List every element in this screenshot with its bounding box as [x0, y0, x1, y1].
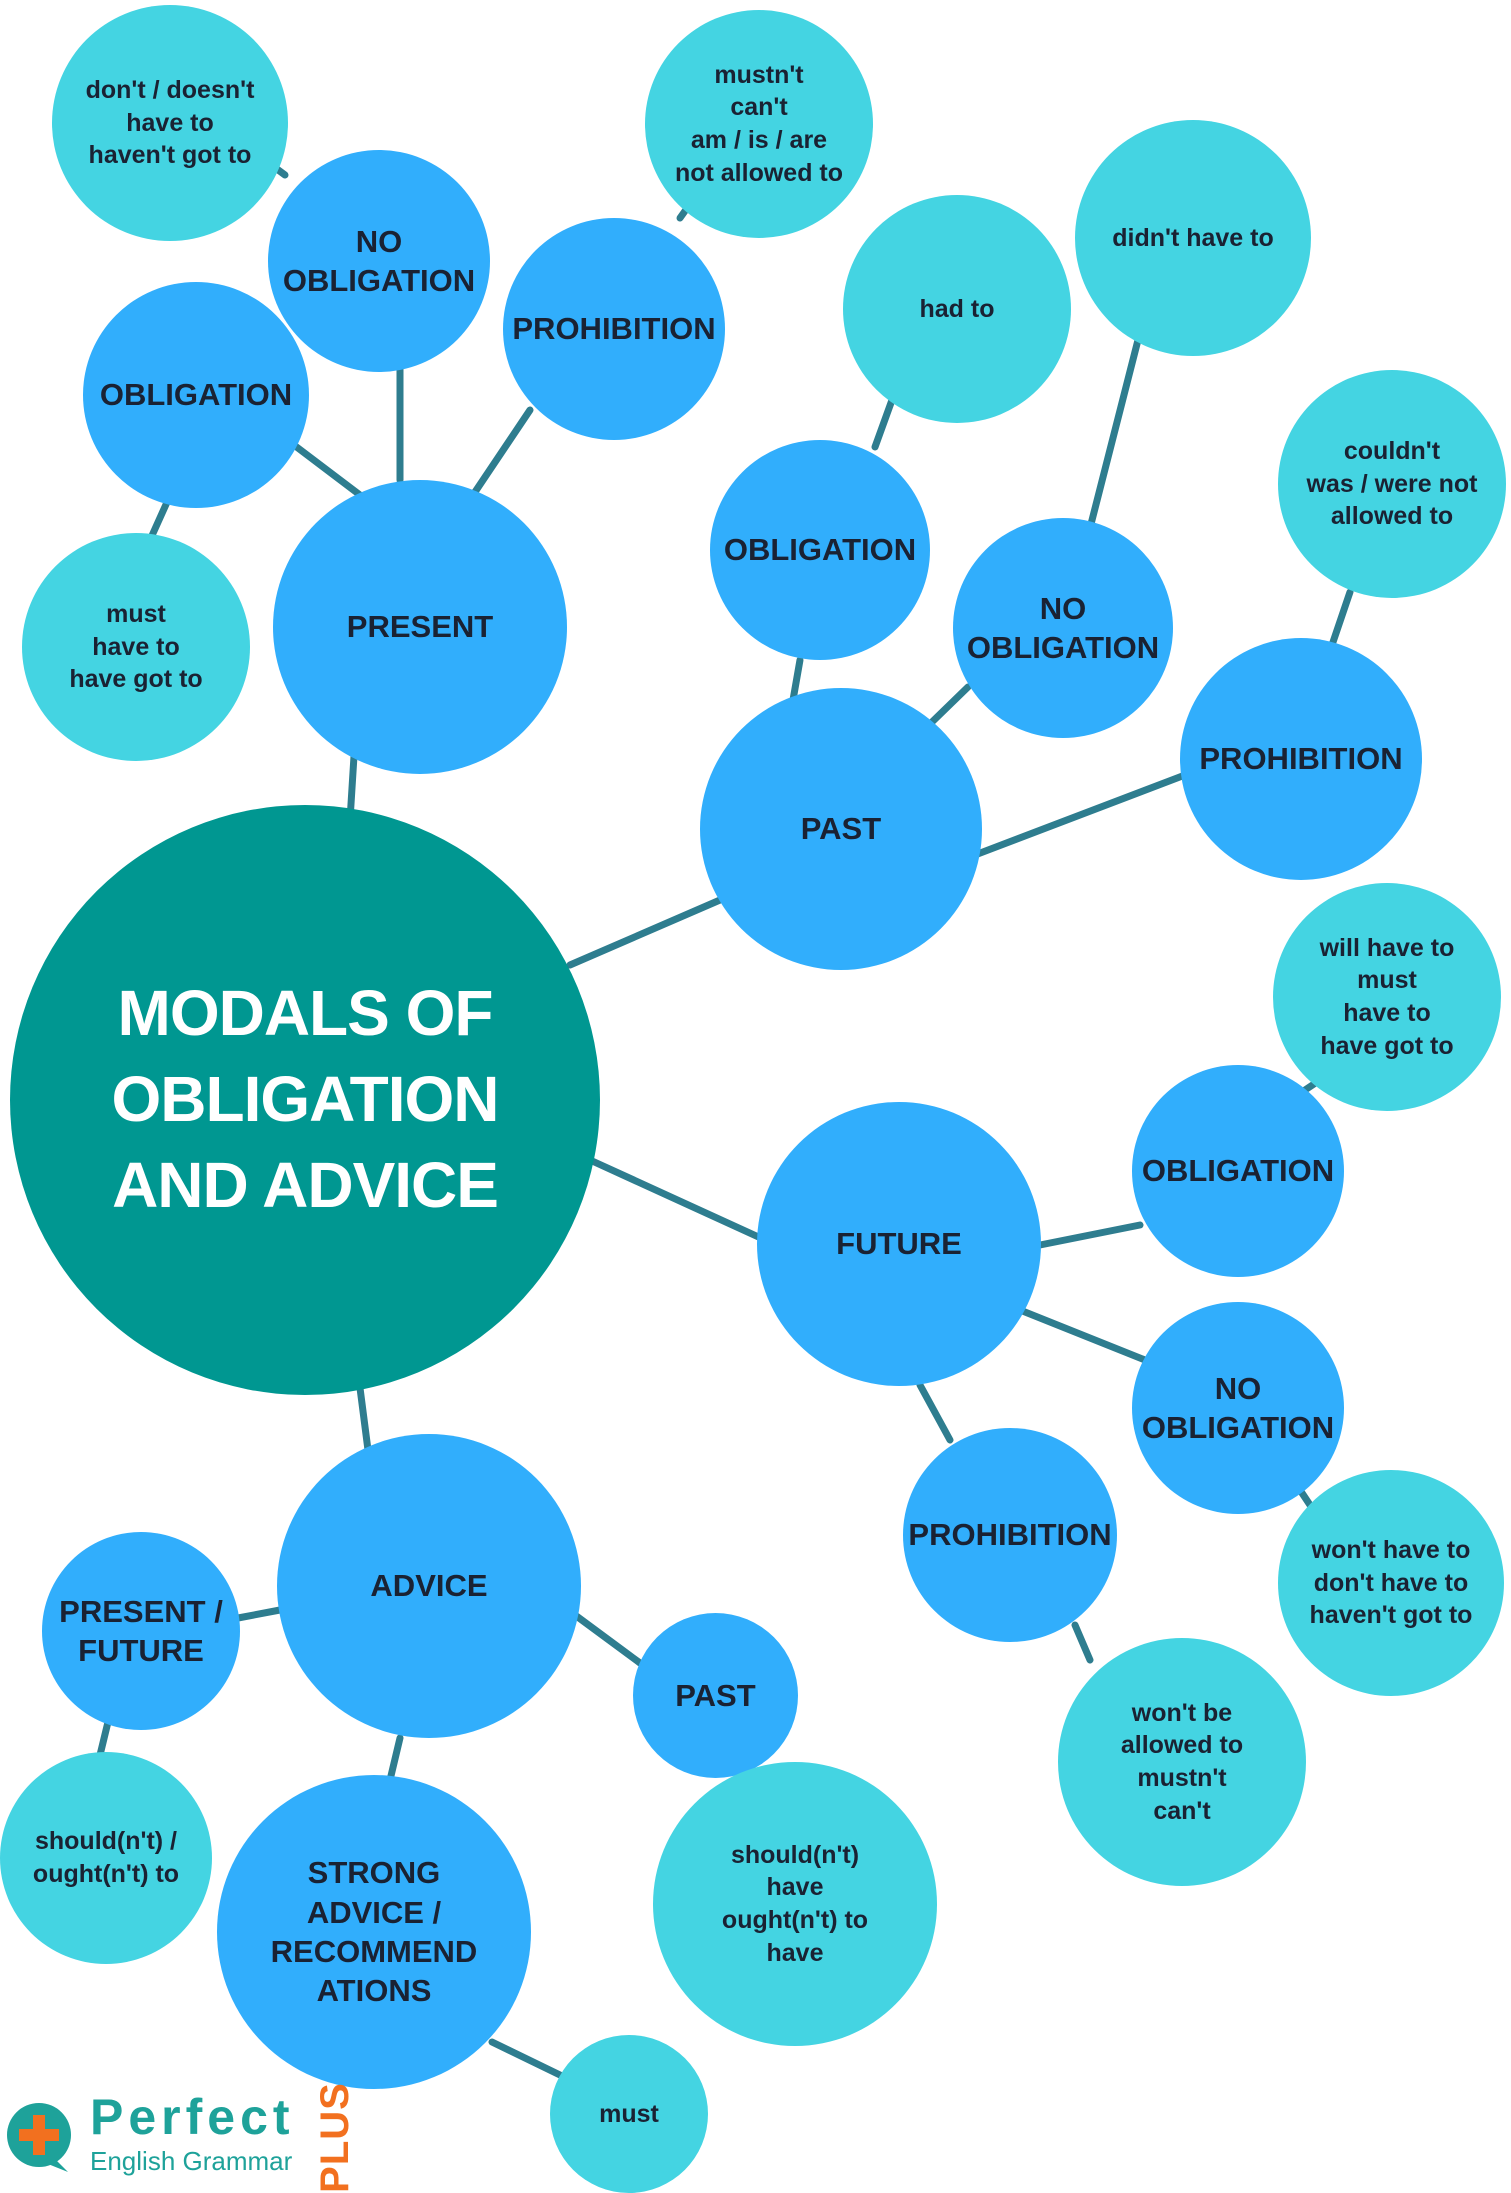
logo-subtitle: English Grammar — [90, 2146, 293, 2176]
link-future-prohibition — [916, 1381, 954, 1444]
future-label: FUTURE — [836, 1226, 962, 1262]
link-past-noobl-forms — [1086, 336, 1142, 532]
advice-present-future-node: PRESENT / FUTURE — [42, 1532, 240, 1730]
past-no-obligation-node: NO OBLIGATION — [953, 518, 1173, 738]
present-obligation-node: OBLIGATION — [83, 282, 309, 508]
link-past-obligation — [789, 656, 804, 704]
advice-node: ADVICE — [277, 1434, 581, 1738]
link-advice-strong — [386, 1734, 404, 1784]
past-no-obligation-forms-text: didn't have to — [1112, 223, 1274, 252]
future-no-obligation-forms-text: won't have to don't have to haven't got … — [1309, 1535, 1473, 1630]
future-prohibition-label: PROHIBITION — [908, 1517, 1112, 1553]
present-no-obligation-node: NO OBLIGATION — [268, 150, 490, 372]
future-prohibition-node: PROHIBITION — [903, 1428, 1117, 1642]
link-past-prohibition — [971, 771, 1189, 859]
center-title: MODALS OF OBLIGATION AND ADVICE — [111, 977, 500, 1221]
speech-bubble-plus-icon — [7, 2103, 71, 2172]
link-future-obligation — [1036, 1221, 1144, 1249]
perfect-english-grammar-logo: Perfect English Grammar PLUS — [0, 2082, 370, 2193]
present-node: PRESENT — [273, 480, 567, 774]
future-prohibition-forms: won't be allowed to mustn't can't — [1058, 1638, 1306, 1886]
advice-strong-forms: must — [550, 2035, 708, 2193]
present-prohibition-forms: mustn't can't am / is / are not allowed … — [645, 10, 873, 238]
logo-badge-text: PLUS — [312, 2081, 357, 2193]
past-prohibition-forms-text: couldn't was / were not allowed to — [1306, 436, 1478, 531]
link-pf-forms — [96, 1718, 112, 1759]
future-no-obligation-label: NO OBLIGATION — [1141, 1370, 1335, 1445]
advice-past-label: PAST — [675, 1677, 756, 1713]
past-obligation-label: OBLIGATION — [723, 532, 917, 568]
future-obligation-forms-text: will have to must have to have got to — [1319, 933, 1455, 1060]
future-obligation-forms: will have to must have to have got to — [1273, 883, 1501, 1111]
link-strong-forms — [488, 2038, 564, 2079]
future-node: FUTURE — [757, 1102, 1041, 1386]
advice-strong-label: STRONG ADVICE / RECOMMEND ATIONS — [270, 1855, 478, 2009]
past-prohibition-forms: couldn't was / were not allowed to — [1278, 370, 1506, 598]
link-advice-past — [571, 1611, 644, 1667]
link-future-proh-forms — [1071, 1621, 1094, 1664]
link-past-noobligation — [928, 683, 972, 726]
past-obligation-node: OBLIGATION — [710, 440, 930, 660]
link-center-past — [566, 896, 724, 969]
advice-past-node: PAST — [633, 1613, 798, 1778]
present-no-obligation-label: NO OBLIGATION — [282, 223, 476, 298]
past-no-obligation-label: NO OBLIGATION — [966, 590, 1160, 665]
logo-plus-badge: PLUS — [312, 2082, 358, 2193]
logo-title: Perfect — [90, 2089, 295, 2145]
advice-past-forms: should(n't) have ought(n't) to have — [653, 1762, 937, 2046]
advice-present-future-forms: should(n't) / ought(n't) to — [0, 1752, 212, 1964]
present-obligation-forms: must have to have got to — [22, 533, 250, 761]
link-past-obl-forms — [871, 396, 896, 451]
advice-strong-forms-text: must — [599, 2099, 659, 2128]
advice-label: ADVICE — [370, 1568, 488, 1604]
advice-past-forms-text: should(n't) have ought(n't) to have — [721, 1840, 869, 1967]
present-prohibition-node: PROHIBITION — [503, 218, 725, 440]
center-topic: MODALS OF OBLIGATION AND ADVICE — [10, 805, 600, 1395]
link-present-obligation — [286, 438, 364, 499]
present-prohibition-forms-text: mustn't can't am / is / are not allowed … — [674, 60, 844, 187]
future-no-obligation-node: NO OBLIGATION — [1132, 1302, 1344, 1514]
future-no-obligation-forms: won't have to don't have to haven't got … — [1278, 1470, 1504, 1696]
future-obligation-label: OBLIGATION — [1141, 1153, 1335, 1189]
past-obligation-forms-text: had to — [919, 294, 995, 323]
past-prohibition-label: PROHIBITION — [1199, 741, 1403, 777]
present-prohibition-label: PROHIBITION — [512, 311, 716, 347]
advice-present-future-label: PRESENT / FUTURE — [59, 1593, 223, 1668]
future-obligation-node: OBLIGATION — [1132, 1065, 1344, 1277]
past-prohibition-node: PROHIBITION — [1180, 638, 1422, 880]
link-present-prohibition — [471, 406, 534, 496]
link-future-noobligation — [1016, 1306, 1149, 1364]
advice-present-future-forms-text: should(n't) / ought(n't) to — [32, 1827, 180, 1888]
present-no-obligation-forms-text: don't / doesn't have to haven't got to — [85, 75, 255, 170]
future-prohibition-forms-text: won't be allowed to mustn't can't — [1120, 1698, 1244, 1825]
past-obligation-forms: had to — [843, 195, 1071, 423]
link-center-future — [586, 1156, 769, 1244]
present-no-obligation-forms: don't / doesn't have to haven't got to — [52, 5, 288, 241]
link-past-proh-forms — [1328, 588, 1354, 649]
advice-strong-node: STRONG ADVICE / RECOMMEND ATIONS — [217, 1775, 531, 2089]
past-no-obligation-forms: didn't have to — [1075, 120, 1311, 356]
past-label: PAST — [800, 811, 882, 847]
present-obligation-label: OBLIGATION — [99, 377, 293, 413]
link-center-advice — [356, 1384, 372, 1454]
link-advice-presentfuture — [234, 1606, 284, 1622]
present-label: PRESENT — [346, 609, 494, 645]
past-node: PAST — [700, 688, 982, 970]
present-obligation-forms-text: must have to have got to — [69, 599, 203, 694]
